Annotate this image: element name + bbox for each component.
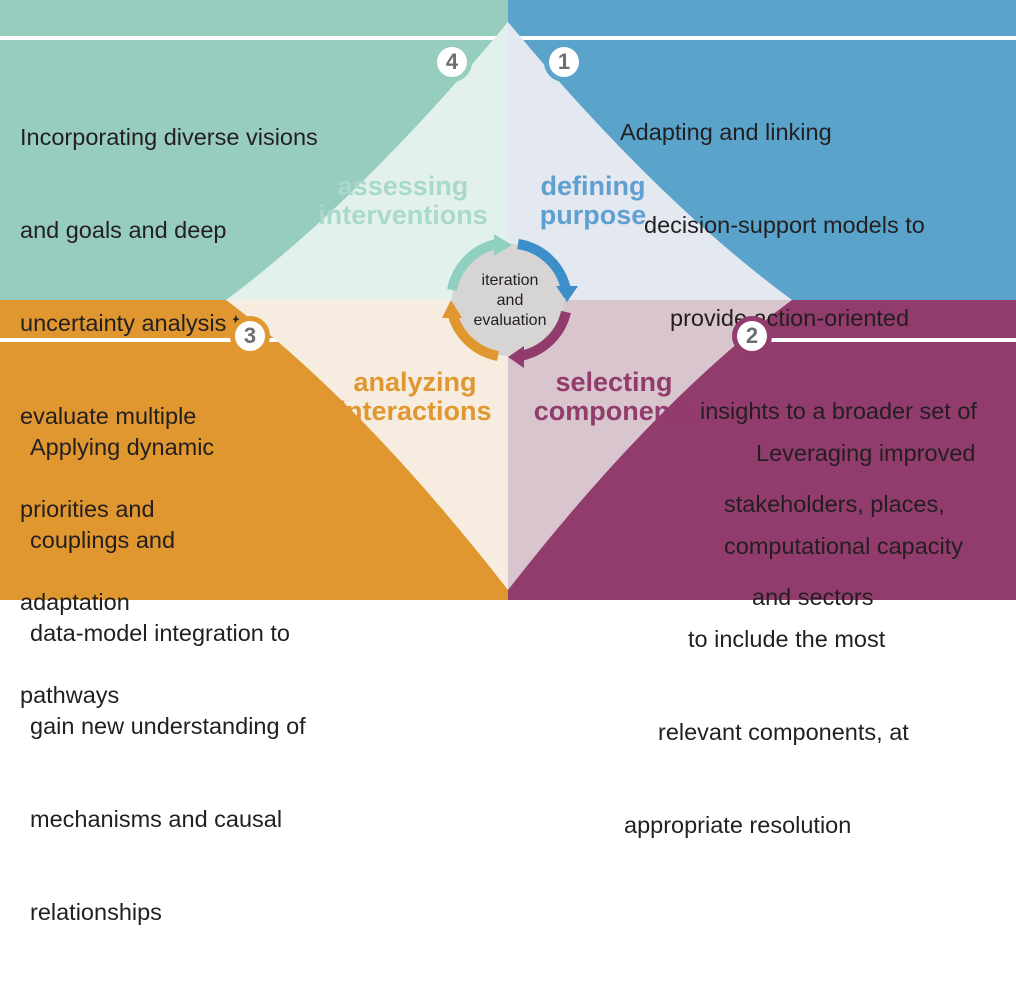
arrow-orange (447, 310, 500, 361)
arrow-purple-head (508, 346, 524, 368)
arrow-orange-head (442, 300, 462, 318)
diagram: Incorporating diverse visions and goals … (0, 0, 1016, 925)
arrow-teal (447, 239, 498, 292)
quadrant-1-number-badge: 1 (544, 42, 584, 82)
diamond-quadrant-1 (508, 22, 792, 300)
quadrant-3-label: analyzing interactions (338, 367, 492, 426)
center-circle (452, 244, 564, 356)
quadrant-4-label: assessing interventions (318, 171, 488, 230)
quadrant-3-description: Applying dynamic couplings and data-mode… (30, 434, 306, 925)
quadrant-4-number-badge: 4 (432, 42, 472, 82)
quadrant-2-label: selecting components (533, 367, 695, 426)
diamond-quadrant-3 (226, 300, 508, 590)
diamond-quadrant-4 (226, 22, 508, 300)
arrow-blue (517, 239, 571, 292)
arrow-purple (518, 310, 571, 361)
arrow-blue-head (556, 286, 578, 302)
quadrant-3-number-badge: 3 (230, 316, 270, 356)
quadrant-2-description: Leveraging improved computational capaci… (624, 440, 976, 838)
center-label: iteration and evaluation (473, 272, 547, 329)
arrow-teal-head (494, 234, 512, 256)
quadrant-1-label: defining purpose (539, 171, 647, 230)
diamond-quadrant-2 (508, 300, 792, 590)
quadrant-2-number-badge: 2 (732, 316, 772, 356)
